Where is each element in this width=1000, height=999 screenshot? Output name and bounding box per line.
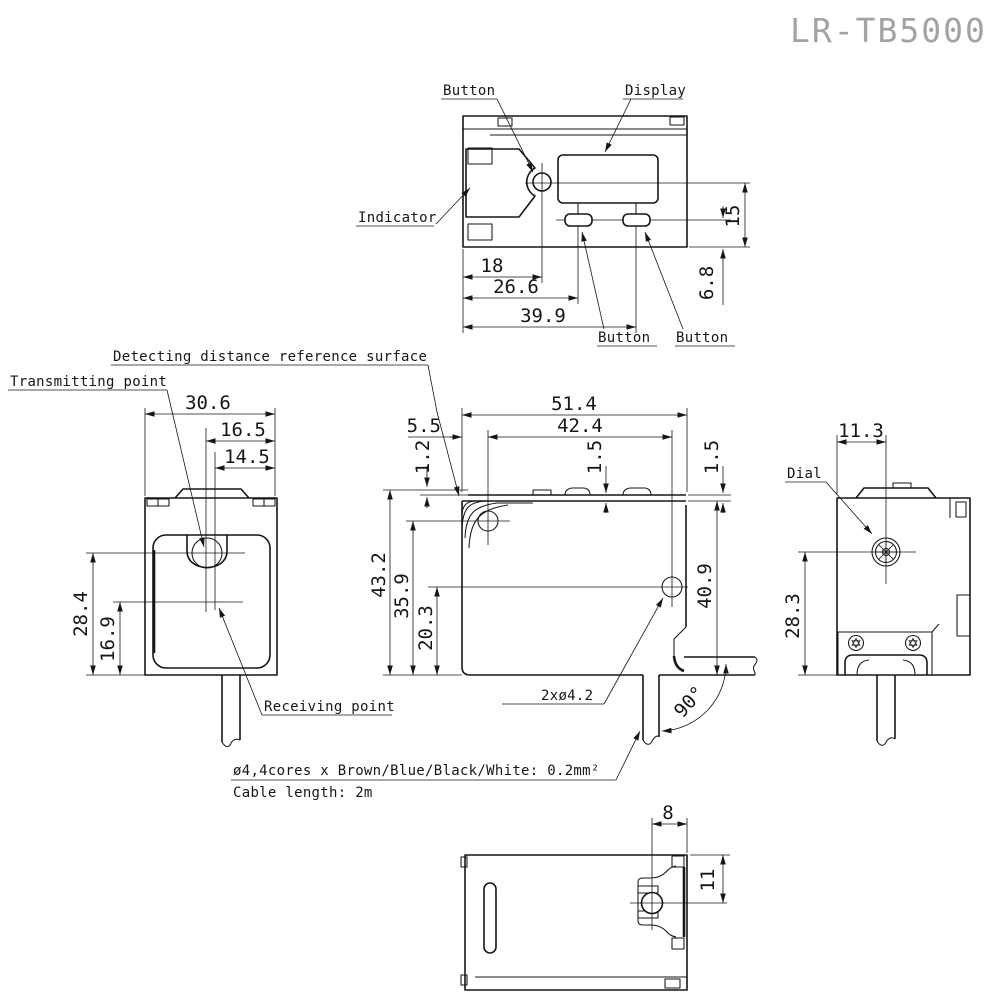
transmitting-point-label: Transmitting point (10, 374, 167, 390)
transmitting-lens (191, 537, 223, 569)
front-face (152, 534, 271, 669)
dim-40-9: 40.9 (694, 563, 716, 609)
dim-18: 18 (481, 255, 504, 277)
dim-51-4: 51.4 (551, 393, 597, 415)
mounting-holes-leader (603, 597, 664, 705)
button-right-label: Button (676, 330, 728, 346)
cable-break-horizontal (752, 656, 758, 676)
dim-1-2: 1.2 (412, 440, 434, 474)
dim-6-8: 6.8 (696, 266, 718, 300)
side-view: 51.4 42.4 5.5 1.2 1.5 1.5 43.2 35.9 20.3… (368, 393, 758, 745)
cable-bend-arc (661, 663, 729, 734)
button-right-leader (644, 231, 684, 330)
mounting-hole-front (477, 510, 499, 532)
sensor-body-top (462, 115, 688, 248)
display-leader (604, 98, 632, 153)
clamp-screw-right (904, 634, 922, 652)
dim-28-3: 28.3 (782, 593, 804, 639)
dial (871, 537, 901, 567)
dim-14-5: 14.5 (224, 446, 270, 468)
round-button (532, 172, 552, 192)
dim-1-5-mid: 1.5 (584, 440, 606, 474)
cable-clamp (844, 654, 928, 675)
dim-35-9: 35.9 (391, 573, 413, 619)
dim-26-6: 26.6 (493, 276, 539, 298)
dim-16-9: 16.9 (97, 616, 119, 662)
mounting-hole-rear (661, 576, 683, 598)
indicator-leader (435, 187, 471, 225)
dim-5-5: 5.5 (407, 415, 441, 437)
sensor-body-rear (836, 497, 971, 676)
cable-break (642, 735, 660, 745)
detecting-surface-label: Detecting distance reference surface (113, 349, 427, 365)
dim-42-4: 42.4 (557, 415, 603, 437)
indicator-label: Indicator (358, 210, 437, 226)
clamp-screw-left (847, 634, 865, 652)
bottom-view: 8 11 (460, 802, 730, 991)
small-button-right (622, 213, 651, 227)
display-window (557, 154, 659, 204)
angle-90: 90° (670, 682, 709, 722)
dim-11: 11 (697, 869, 719, 892)
sensor-body-bottom (464, 854, 688, 991)
display-label: Display (625, 83, 686, 99)
bottom-slot (483, 882, 497, 954)
button-top-leader (496, 98, 534, 173)
cable-spec-text: ø4,4cores x Brown/Blue/Black/White: 0.2m… (233, 763, 600, 779)
dim-15: 15 (722, 205, 744, 228)
small-button-left (564, 213, 593, 227)
dim-28-4: 28.4 (70, 591, 92, 637)
indicator-window (465, 148, 536, 218)
dim-43-2: 43.2 (368, 552, 390, 598)
cable-note: ø4,4cores x Brown/Blue/Black/White: 0.2m… (231, 730, 641, 801)
cable-break (221, 738, 241, 748)
cable-spec-leader (615, 730, 641, 781)
button-top-label: Button (443, 83, 495, 99)
dim-11-3: 11.3 (838, 420, 884, 442)
sensor-body-front (144, 497, 278, 676)
dim-30-6: 30.6 (185, 392, 231, 414)
cable-length-text: Cable length: 2m (233, 785, 373, 801)
dial-leader (825, 481, 873, 535)
mounting-holes-label: 2xø4.2 (541, 688, 593, 704)
dim-20-3: 20.3 (415, 605, 437, 651)
cable-break (876, 737, 896, 746)
dim-16-5: 16.5 (220, 419, 266, 441)
front-view: Detecting distance reference surface Tra… (8, 349, 460, 748)
rear-view: Dial 11.3 28.3 (782, 420, 971, 746)
dial-label: Dial (787, 466, 822, 482)
receiving-point-label: Receiving point (264, 699, 395, 715)
product-title: LR-TB5000 (790, 11, 987, 50)
button-left-label: Button (598, 330, 650, 346)
cable-clamp-plate (837, 631, 933, 676)
dim-39-9: 39.9 (520, 305, 566, 327)
receiving-point-leader (218, 607, 263, 716)
detecting-surface-leader (427, 364, 460, 497)
top-view: Button Display Indicator Button Button 1… (356, 83, 750, 347)
dim-1-5-right: 1.5 (701, 440, 723, 474)
lens-notch (186, 535, 228, 569)
button-left-leader (581, 231, 605, 330)
dim-8: 8 (662, 802, 673, 824)
